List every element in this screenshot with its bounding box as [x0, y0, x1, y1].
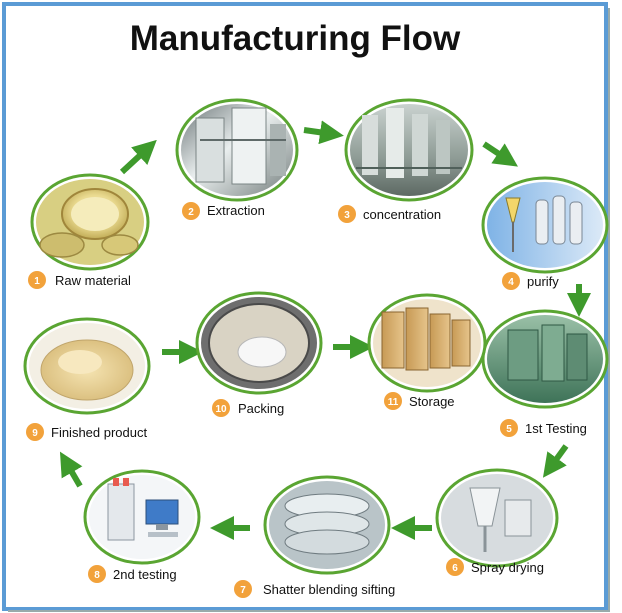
step-extraction: 2 Extraction: [175, 98, 299, 220]
step-label-spray-drying: Spray drying: [471, 560, 544, 575]
svg-text:10: 10: [215, 404, 227, 415]
badge-11: [384, 392, 402, 410]
page-title: Manufacturing Flow: [130, 19, 461, 58]
step-1st-testing: 5 1st Testing: [481, 309, 609, 437]
step-shatter-blending-sifting: 7 Shatter blending sifting: [234, 475, 395, 598]
spray-drying-image: [441, 474, 553, 562]
2nd-testing-image: [89, 475, 195, 559]
step-label-1st-testing: 1st Testing: [525, 421, 587, 436]
step-purify: 4 purify: [481, 176, 609, 290]
badge-1: [28, 271, 46, 289]
step-label-shatter-blending-sifting: Shatter blending sifting: [263, 582, 395, 597]
step-label-raw-material: Raw material: [55, 273, 131, 288]
badge-2: [182, 202, 200, 220]
step-packing: 10 Packing: [195, 291, 323, 417]
arrow-3-4: [482, 141, 518, 167]
arrow-1-2: [119, 139, 157, 175]
svg-text:5: 5: [506, 424, 512, 435]
svg-text:4: 4: [508, 277, 514, 288]
svg-text:1: 1: [34, 276, 40, 287]
badge-10: [212, 399, 230, 417]
svg-text:6: 6: [452, 563, 458, 574]
step-label-finished-product: Finished product: [51, 425, 147, 440]
step-label-extraction: Extraction: [207, 203, 265, 218]
badge-5: [500, 419, 518, 437]
step-finished-product: 9 Finished product: [23, 317, 151, 441]
badge-3: [338, 205, 356, 223]
step-2nd-testing: 8 2nd testing: [83, 469, 201, 583]
step-spray-drying: 6 Spray drying: [435, 468, 559, 576]
badge-4: [502, 272, 520, 290]
step-label-storage: Storage: [409, 394, 455, 409]
badge-9: [26, 423, 44, 441]
svg-text:11: 11: [388, 397, 399, 408]
step-label-purify: purify: [527, 274, 559, 289]
arrow-8-9: [59, 451, 83, 488]
step-label-2nd-testing: 2nd testing: [113, 567, 177, 582]
svg-text:7: 7: [240, 585, 246, 596]
arrow-5-6: [542, 444, 569, 478]
step-label-packing: Packing: [238, 401, 284, 416]
badge-6: [446, 558, 464, 576]
badge-8: [88, 565, 106, 583]
svg-text:9: 9: [32, 428, 38, 439]
step-storage: 11 Storage: [367, 293, 487, 410]
step-raw-material: 1 Raw material: [28, 173, 150, 289]
step-concentration: 3 concentration: [338, 98, 474, 223]
step-label-concentration: concentration: [363, 207, 441, 222]
arrow-2-3: [303, 120, 344, 145]
svg-text:8: 8: [94, 570, 100, 581]
badge-7: [234, 580, 252, 598]
svg-text:3: 3: [344, 210, 350, 221]
svg-text:2: 2: [188, 207, 194, 218]
